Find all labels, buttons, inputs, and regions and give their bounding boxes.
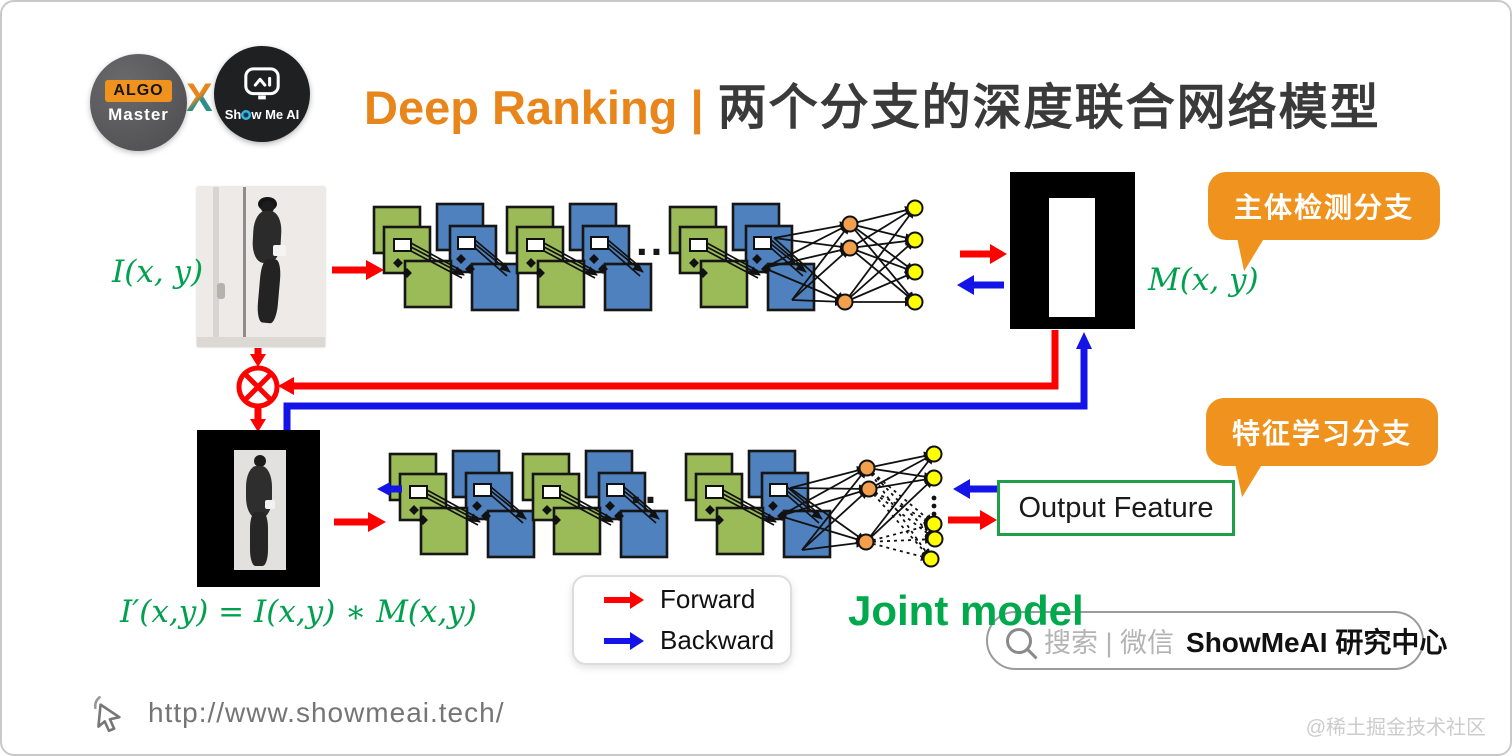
robot-face-icon xyxy=(244,67,280,100)
callout-detection-branch: 主体检测分支 xyxy=(1208,172,1441,240)
mask-output-image xyxy=(1010,172,1135,329)
search-scope-text: 搜索 | 微信 xyxy=(1044,628,1175,658)
top-cnn-stages xyxy=(374,204,814,310)
top-fc-network xyxy=(763,199,924,311)
output-feature-box: Output Feature xyxy=(997,480,1235,536)
backward-arrow-icon xyxy=(604,631,644,650)
legend-backward-label: Backward xyxy=(660,625,775,655)
showmeai-logo: Sh w Me AI xyxy=(214,46,310,142)
page-title: Deep Ranking | 两个分支的深度联合网络模型 xyxy=(364,68,1381,139)
wordmark-pre: Sh xyxy=(224,107,242,122)
website-url: http://www.showmeai.tech/ xyxy=(148,697,505,728)
mask-image-label: M(x, y) xyxy=(1148,262,1259,298)
cnn-ellipsis-top: .. xyxy=(636,217,666,264)
search-icon xyxy=(1006,627,1032,654)
collab-x-mark: X xyxy=(186,76,213,120)
watermark: @稀土掘金技术社区 xyxy=(1305,717,1486,739)
forward-backward-arrows xyxy=(250,244,1092,532)
input-photo xyxy=(197,187,325,347)
input-image-label: I(x, y) xyxy=(112,254,204,290)
callout-tail-bottom xyxy=(1234,454,1276,498)
bottom-cnn-stages xyxy=(390,451,830,557)
cnn-ellipsis-bottom: .. xyxy=(630,465,660,512)
wordmark-post: w Me AI xyxy=(251,107,300,122)
forward-arrow-icon xyxy=(604,590,644,609)
website-link-row[interactable]: http://www.showmeai.tech/ xyxy=(88,690,504,736)
joint-model-label: Joint model xyxy=(848,587,1084,634)
legend-forward-row: Forward xyxy=(604,584,790,615)
legend-box: Forward Backward xyxy=(572,575,792,665)
mask-white-region xyxy=(1049,198,1095,317)
masked-input-image xyxy=(197,430,320,587)
eye-icon xyxy=(241,110,252,120)
algo-badge: ALGO xyxy=(105,80,172,102)
bottom-fc-network xyxy=(779,445,944,568)
title-english: Deep Ranking | xyxy=(364,81,704,134)
algo-master-logo: ALGO Master xyxy=(90,54,187,151)
search-account-text: ShowMeAI 研究中心 xyxy=(1186,626,1448,658)
legend-forward-label: Forward xyxy=(660,584,756,614)
multiply-icon xyxy=(236,365,280,409)
cursor-click-icon xyxy=(93,696,121,733)
algo-name: Master xyxy=(108,105,169,124)
legend-backward-row: Backward xyxy=(604,625,790,656)
callout-feature-branch: 特征学习分支 xyxy=(1206,398,1439,466)
showmeai-wordmark: Sh w Me AI xyxy=(225,107,300,122)
wechat-search-box[interactable]: 搜索 | 微信 ShowMeAI 研究中心 xyxy=(986,611,1447,670)
callout-tail-top xyxy=(1236,228,1278,272)
title-chinese: 两个分支的深度联合网络模型 xyxy=(717,81,1381,135)
masking-formula: I′(x,y) = I(x,y) ∗ M(x,y) xyxy=(120,594,477,630)
